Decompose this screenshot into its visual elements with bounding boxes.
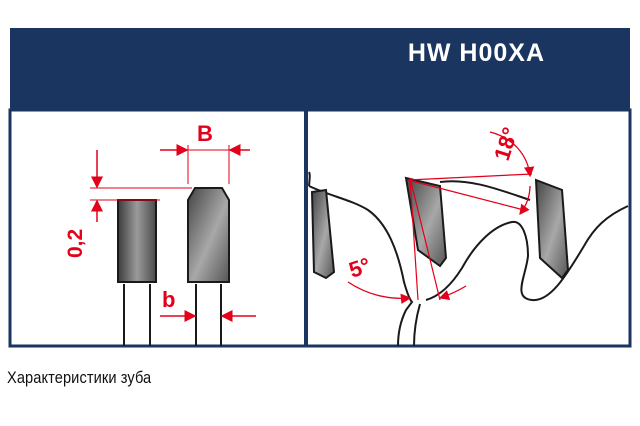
dim-width-label: B — [197, 121, 213, 146]
product-code-title: HW H00XA — [407, 39, 545, 67]
dim-height-label: 0,2 — [64, 229, 87, 258]
tooth-left-partial — [310, 188, 336, 280]
left-panel-frame — [8, 108, 308, 348]
right-panel-frame — [304, 108, 632, 348]
dim-thin-label: b — [162, 287, 175, 312]
left-panel: B 0,2 b — [64, 121, 256, 346]
tooth-center — [404, 176, 448, 268]
header-bar: HW H00XA — [10, 28, 630, 110]
angle-bottom-label: 5° — [346, 252, 374, 282]
blade-profile-left — [308, 185, 414, 347]
blade-profile-right — [425, 205, 629, 302]
figure-caption: Характеристики зуба — [7, 368, 152, 387]
tooth-side-view — [187, 187, 230, 346]
tooth-right — [534, 178, 570, 280]
tooth-front-view — [117, 199, 157, 346]
dimension-0-2 — [90, 150, 192, 222]
right-panel: 18° 5° — [308, 124, 629, 347]
angle-lines — [347, 131, 535, 304]
dimension-B — [160, 144, 250, 184]
angle-top-label: 18° — [489, 124, 523, 163]
